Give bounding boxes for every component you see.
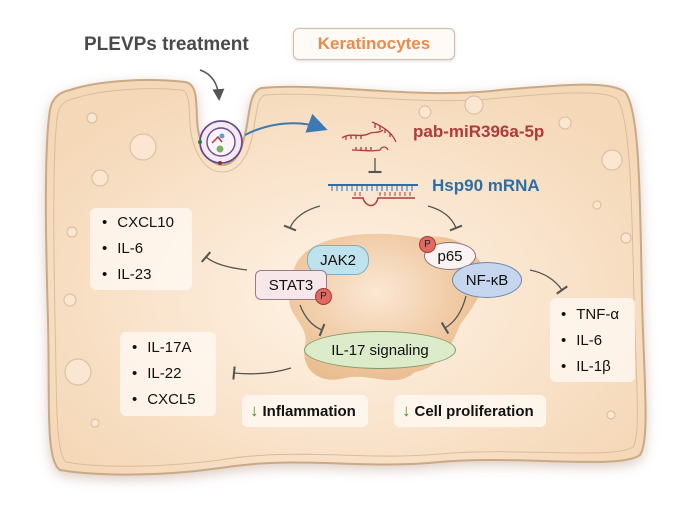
- outcome-cell-proliferation: ↓ Cell proliferation: [394, 395, 546, 427]
- stat3-to-il17-arrow: [299, 304, 326, 337]
- uptake-arrow: [244, 113, 328, 136]
- mrna-icon: [328, 184, 418, 207]
- mirna-icon: [341, 121, 397, 152]
- p65-phospho-badge: P: [419, 236, 436, 253]
- cytokine-item: TNF-α: [561, 302, 635, 328]
- nfkb-inhibits-cytokines-arc: [529, 269, 568, 295]
- vesicles: [63, 95, 632, 428]
- treatment-arrow: [199, 69, 225, 101]
- nfkb-to-il17-arrow: [440, 295, 467, 335]
- stat3-node: STAT3: [255, 270, 327, 300]
- treatment-label: PLEVPs treatment: [84, 34, 249, 55]
- cytokine-item: CXCL5: [132, 387, 216, 413]
- stat3-cytokine-list: CXCL10 IL-6 IL-23: [90, 208, 192, 290]
- mrna-label: Hsp90 mRNA: [432, 176, 540, 195]
- cell-type-label: Keratinocytes: [317, 34, 431, 53]
- outcome-label: Cell proliferation: [414, 402, 534, 420]
- mirna-label: pab-miR396a-5p: [413, 122, 545, 141]
- p65-node: p65: [424, 242, 476, 270]
- cytokine-item: CXCL10: [102, 210, 192, 236]
- cytokine-item: IL-23: [102, 262, 192, 288]
- cell-type-badge: Keratinocytes: [293, 28, 455, 60]
- nfkb-node: NF-κB: [452, 262, 522, 298]
- il17-inhibits-cytokines-arc: [232, 366, 292, 380]
- stat3-phospho-label: P: [320, 291, 327, 302]
- p65-phospho-label: P: [424, 239, 431, 250]
- mrna-inhibits-stat3-arc: [283, 205, 321, 232]
- il17-signaling-node: IL-17 signaling: [304, 331, 456, 369]
- stat3-label: STAT3: [268, 276, 314, 294]
- cytokine-item: IL-22: [132, 361, 216, 387]
- il17-cytokine-list: IL-17A IL-22 CXCL5: [120, 332, 216, 416]
- nfkb-label: NF-κB: [465, 271, 509, 289]
- down-arrow-icon: ↓: [250, 401, 259, 420]
- plevp-particle-icon: [198, 120, 243, 165]
- down-arrow-icon: ↓: [402, 401, 411, 420]
- outcome-inflammation: ↓ Inflammation: [242, 395, 368, 427]
- stat3-inhibits-cytokines-arc: [200, 251, 248, 271]
- p65-label: p65: [437, 247, 463, 265]
- cytokine-item: IL-6: [561, 328, 635, 354]
- cytokine-item: IL-6: [102, 236, 192, 262]
- outcome-label: Inflammation: [262, 402, 356, 420]
- stat3-phospho-badge: P: [315, 288, 332, 305]
- cytokine-item: IL-1β: [561, 354, 635, 380]
- il17-label: IL-17 signaling: [331, 341, 429, 359]
- mrna-inhibits-nfkb-arc: [427, 205, 463, 232]
- nfkb-cytokine-list: TNF-α IL-6 IL-1β: [550, 298, 635, 382]
- jak2-label: JAK2: [320, 251, 356, 269]
- cytokine-item: IL-17A: [132, 335, 216, 361]
